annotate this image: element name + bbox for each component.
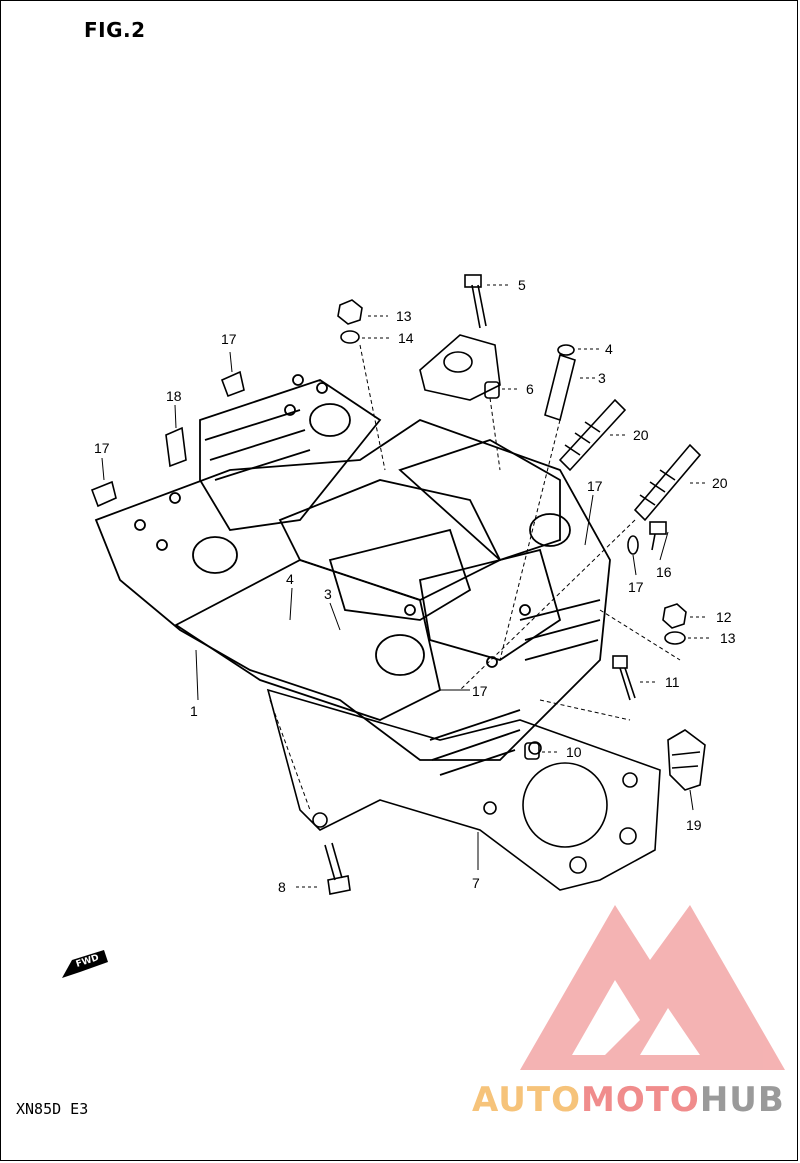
nut-13 <box>337 299 363 325</box>
bolt-8 <box>324 842 351 895</box>
cylinder-head <box>94 374 611 776</box>
bolt-15 <box>649 521 667 551</box>
spark-plug-rear <box>633 443 702 522</box>
callout-2: 3 <box>598 370 606 386</box>
callout-16: 17 <box>628 579 644 595</box>
spark-plug-front <box>558 398 627 472</box>
leader-lines <box>101 284 712 888</box>
watermark-logo <box>520 905 785 1070</box>
bolt-5 <box>464 274 487 329</box>
callout-8: 8 <box>278 879 286 895</box>
callout-6: 6 <box>526 381 534 397</box>
dowel-9 <box>524 742 540 760</box>
head-gasket <box>266 688 661 891</box>
callout-7: 7 <box>472 875 480 891</box>
callout-17b: 17 <box>94 440 110 456</box>
bolt-10 <box>612 655 636 701</box>
callout-5: 5 <box>518 277 526 293</box>
callout-20a: 20 <box>633 427 649 443</box>
callout-3: 3 <box>324 586 332 602</box>
washer-14 <box>340 330 360 344</box>
plug-cap-18 <box>165 426 187 468</box>
callout-9: 10 <box>566 744 582 760</box>
callout-4-left: 4 <box>286 571 294 587</box>
callout-15: 16 <box>656 564 672 580</box>
watermark-part-moto: MOTO <box>580 1080 700 1120</box>
plug-cap-17a <box>220 370 245 398</box>
callout-13: 13 <box>396 308 412 324</box>
watermark-part-auto: AUTO <box>472 1080 581 1120</box>
plug-cap-17b <box>90 480 117 508</box>
dowel-6 <box>484 381 500 399</box>
callout-4-top: 4 <box>605 341 613 357</box>
forward-arrow-icon <box>62 950 108 978</box>
callout-12: 13 <box>720 630 736 646</box>
callout-10: 11 <box>665 674 680 690</box>
watermark-wordmark: AUTOMOTOHUB <box>472 1080 785 1120</box>
callout-11: 12 <box>716 609 732 625</box>
callout-18: 18 <box>166 388 182 404</box>
watermark-part-hub: HUB <box>699 1080 785 1120</box>
nut-11 <box>662 603 687 629</box>
callout-20b: 20 <box>712 475 728 491</box>
callout-17c: 17 <box>587 478 603 494</box>
callout-19: 19 <box>686 817 702 833</box>
washer-12 <box>664 631 686 645</box>
callout-labels: 5 13 14 4 3 6 20 20 17 16 17 12 13 11 10… <box>94 277 736 895</box>
callout-17d: 17 <box>472 683 488 699</box>
callout-1: 1 <box>190 703 198 719</box>
oil-pipe <box>544 344 576 422</box>
cam-cap <box>419 334 501 401</box>
washer-16 <box>627 535 639 555</box>
damper-19 <box>667 729 706 791</box>
figure-title: FIG.2 <box>84 18 146 42</box>
callout-17a: 17 <box>221 331 237 347</box>
model-code: XN85D E3 <box>16 1100 89 1118</box>
callout-14: 14 <box>398 330 414 346</box>
